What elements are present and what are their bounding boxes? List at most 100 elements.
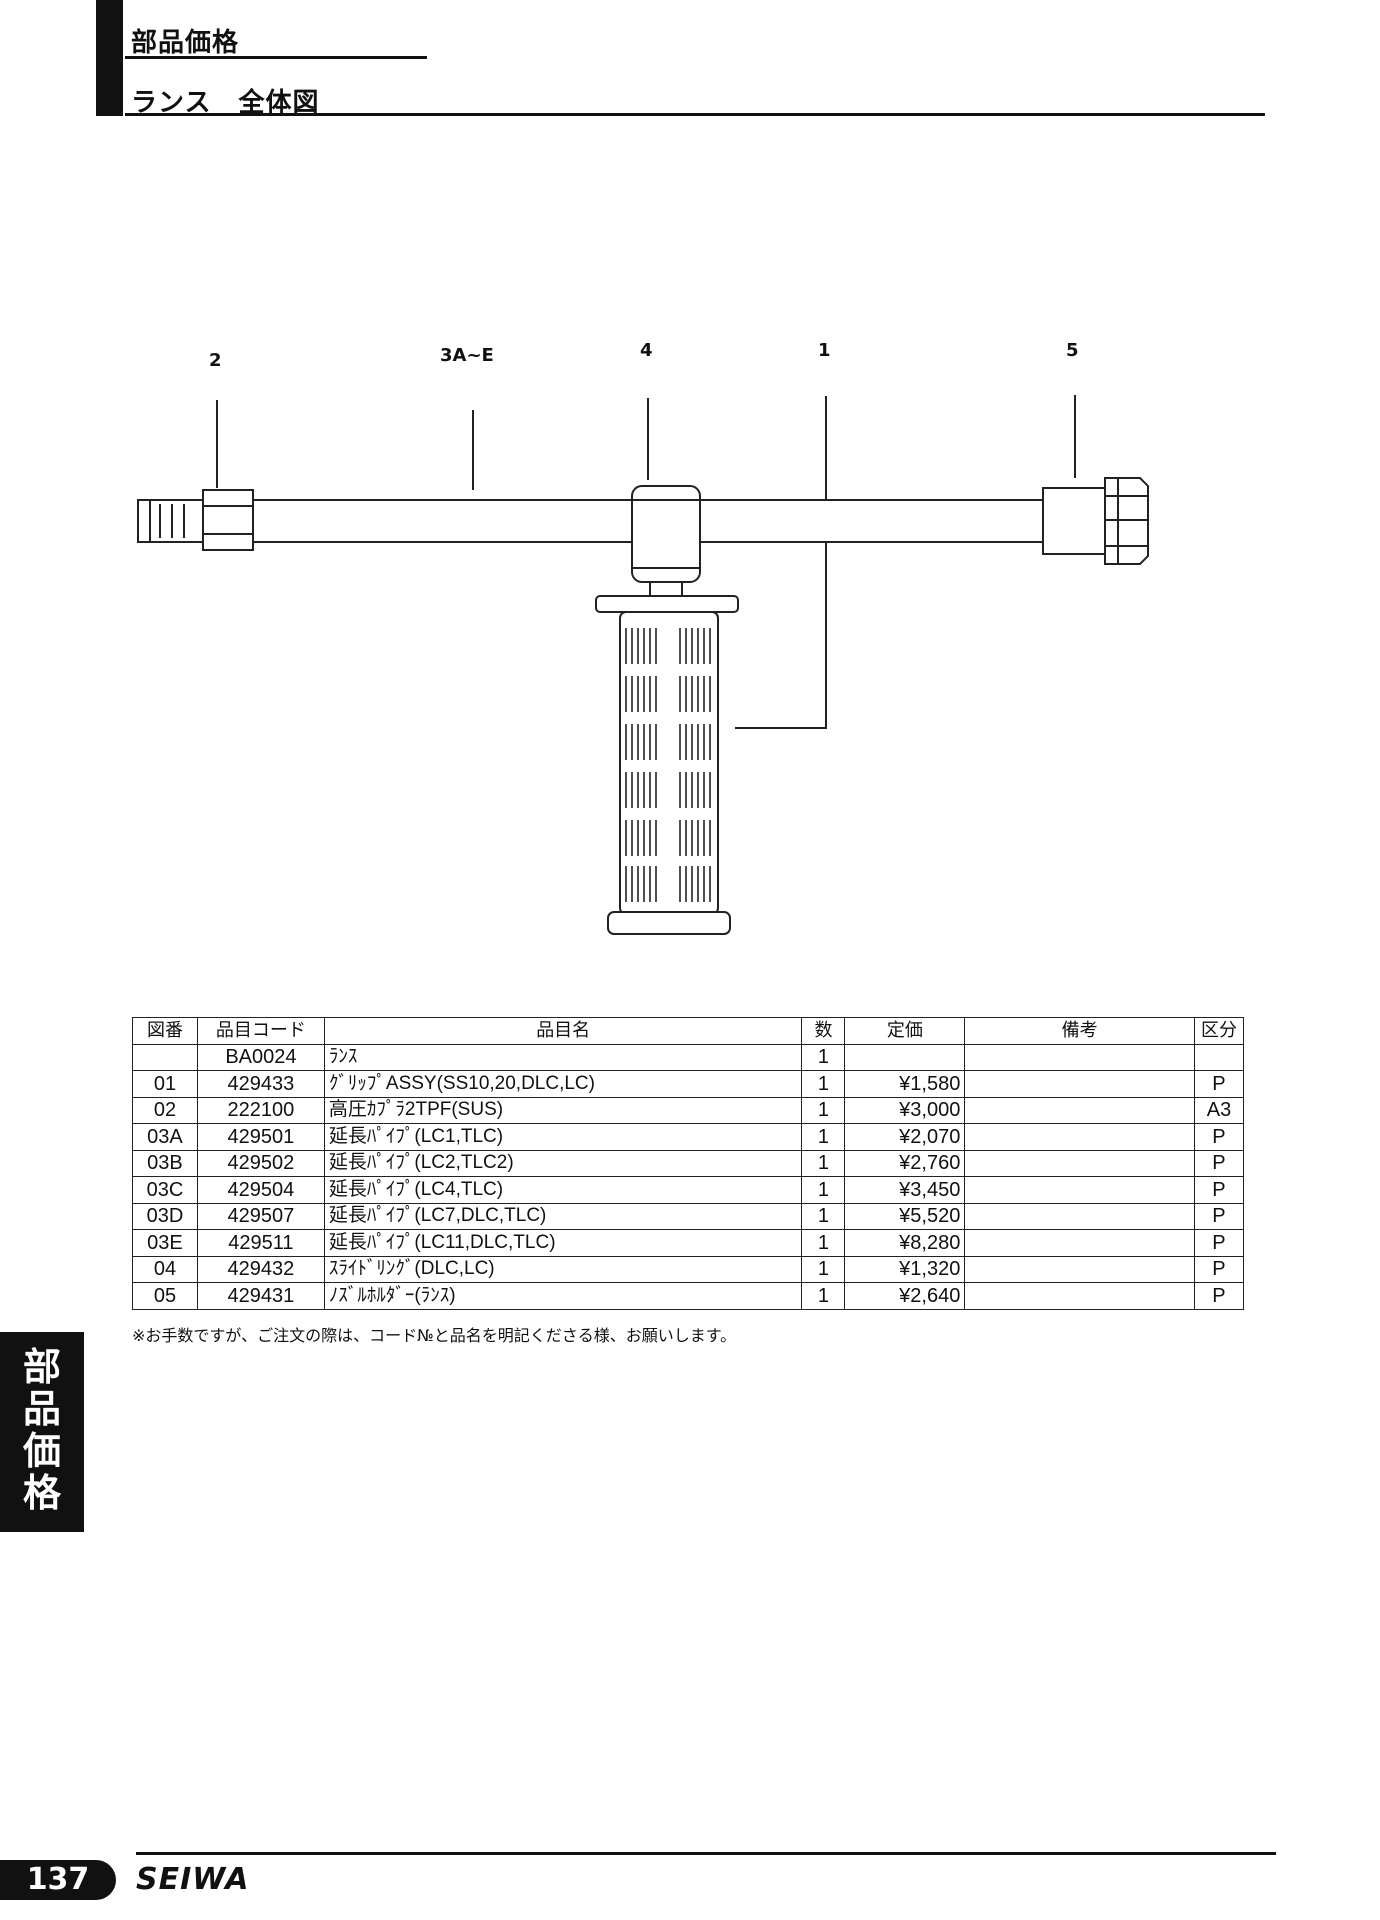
cell-remarks xyxy=(964,1282,1195,1310)
cell-remarks xyxy=(964,1255,1195,1283)
cell-figure-no: 04 xyxy=(132,1255,198,1283)
cell-price: ¥1,580 xyxy=(844,1070,966,1098)
header-bar xyxy=(96,0,123,116)
cell-item-code: 222100 xyxy=(196,1096,325,1124)
cell-category: A3 xyxy=(1193,1096,1245,1124)
header-remarks: 備考 xyxy=(964,1017,1195,1045)
cell-quantity: 1 xyxy=(801,1149,846,1177)
cell-price: ¥3,450 xyxy=(844,1176,966,1204)
cell-category: P xyxy=(1193,1229,1245,1257)
cell-price: ¥8,280 xyxy=(844,1229,966,1257)
slide-ring-part xyxy=(631,485,701,597)
header-category: 区分 xyxy=(1193,1017,1245,1045)
footer-rule xyxy=(136,1852,1276,1855)
table-row: 02 222100 高圧ｶﾌﾟﾗ2TPF(SUS) 1 ¥3,000 A3 xyxy=(132,1096,1245,1124)
cell-item-name: ﾉｽﾞﾙﾎﾙﾀﾞｰ(ﾗﾝｽ) xyxy=(323,1282,803,1310)
table-row: 03E 429511 延長ﾊﾟｲﾌﾟ(LC11,DLC,TLC) 1 ¥8,28… xyxy=(132,1229,1245,1257)
cell-price: ¥2,640 xyxy=(844,1282,966,1310)
page-number: 137 xyxy=(0,1860,116,1900)
cell-quantity: 1 xyxy=(801,1070,846,1098)
cell-remarks xyxy=(964,1096,1195,1124)
cell-category: P xyxy=(1193,1149,1245,1177)
cell-item-code: 429511 xyxy=(196,1229,325,1257)
callout-2: 2 xyxy=(209,350,222,371)
cell-figure-no: 03B xyxy=(132,1149,198,1177)
callout-1: 1 xyxy=(818,340,831,361)
side-tab-char: 格 xyxy=(22,1471,61,1515)
side-tab-char: 部 xyxy=(22,1345,61,1389)
cell-item-name: 延長ﾊﾟｲﾌﾟ(LC2,TLC2) xyxy=(323,1149,803,1177)
cell-quantity: 1 xyxy=(801,1202,846,1230)
brand-logo: SEIWA xyxy=(136,1862,250,1897)
cell-item-name: 延長ﾊﾟｲﾌﾟ(LC7,DLC,TLC) xyxy=(323,1202,803,1230)
cell-item-code: 429432 xyxy=(196,1255,325,1283)
cell-figure-no: 03A xyxy=(132,1123,198,1151)
header-figure-no: 図番 xyxy=(132,1017,198,1045)
table-row: 04 429432 ｽﾗｲﾄﾞﾘﾝｸﾞ(DLC,LC) 1 ¥1,320 P xyxy=(132,1255,1245,1283)
header-item-name: 品目名 xyxy=(323,1017,803,1045)
cell-figure-no: 01 xyxy=(132,1070,198,1098)
cell-item-code: 429431 xyxy=(196,1282,325,1310)
cell-item-code: 429507 xyxy=(196,1202,325,1230)
cell-quantity: 1 xyxy=(801,1043,846,1071)
cell-remarks xyxy=(964,1176,1195,1204)
cell-item-name: 延長ﾊﾟｲﾌﾟ(LC1,TLC) xyxy=(323,1123,803,1151)
cell-category: P xyxy=(1193,1070,1245,1098)
callout-4: 4 xyxy=(640,340,653,361)
cell-item-name: ｽﾗｲﾄﾞﾘﾝｸﾞ(DLC,LC) xyxy=(323,1255,803,1283)
section-title: 部品価格 xyxy=(131,28,240,58)
cell-remarks xyxy=(964,1070,1195,1098)
cell-figure-no: 03E xyxy=(132,1229,198,1257)
cell-quantity: 1 xyxy=(801,1096,846,1124)
cell-price xyxy=(844,1043,966,1071)
cell-remarks xyxy=(964,1043,1195,1071)
cell-quantity: 1 xyxy=(801,1282,846,1310)
side-tab-char: 品 xyxy=(22,1387,61,1431)
table-row: 05 429431 ﾉｽﾞﾙﾎﾙﾀﾞｰ(ﾗﾝｽ) 1 ¥2,640 P xyxy=(132,1282,1245,1310)
side-index-tab: 部 品 価 格 xyxy=(0,1332,84,1532)
cell-quantity: 1 xyxy=(801,1176,846,1204)
cell-remarks xyxy=(964,1123,1195,1151)
cell-quantity: 1 xyxy=(801,1229,846,1257)
cell-price: ¥3,000 xyxy=(844,1096,966,1124)
cell-figure-no: 03C xyxy=(132,1176,198,1204)
pipe-part xyxy=(252,499,638,543)
cell-item-code: BA0024 xyxy=(196,1043,325,1071)
header-item-code: 品目コード xyxy=(196,1017,325,1045)
callout-3a-e: 3A~E xyxy=(440,345,494,366)
header-quantity: 数 xyxy=(801,1017,846,1045)
table-header-row: 図番 品目コード 品目名 数 定価 備考 区分 xyxy=(132,1017,1245,1045)
cell-figure-no xyxy=(132,1043,198,1071)
cell-category: P xyxy=(1193,1255,1245,1283)
cell-category: P xyxy=(1193,1123,1245,1151)
side-tab-char: 価 xyxy=(22,1429,61,1473)
page-title-underline xyxy=(125,113,1265,116)
grip-ribs xyxy=(625,628,711,902)
section-title-underline xyxy=(125,56,427,59)
cell-item-name: 延長ﾊﾟｲﾌﾟ(LC11,DLC,TLC) xyxy=(323,1229,803,1257)
table-row: BA0024 ﾗﾝｽ 1 xyxy=(132,1043,1245,1071)
cell-category xyxy=(1193,1043,1245,1071)
cell-price: ¥1,320 xyxy=(844,1255,966,1283)
pipe-part-right xyxy=(694,499,1044,543)
table-row: 01 429433 ｸﾞﾘｯﾌﾟASSY(SS10,20,DLC,LC) 1 ¥… xyxy=(132,1070,1245,1098)
table-row: 03D 429507 延長ﾊﾟｲﾌﾟ(LC7,DLC,TLC) 1 ¥5,520… xyxy=(132,1202,1245,1230)
cell-item-code: 429433 xyxy=(196,1070,325,1098)
cell-figure-no: 03D xyxy=(132,1202,198,1230)
cell-remarks xyxy=(964,1149,1195,1177)
grip-part xyxy=(595,595,739,935)
callout-5: 5 xyxy=(1066,340,1079,361)
cell-item-name: 高圧ｶﾌﾟﾗ2TPF(SUS) xyxy=(323,1096,803,1124)
nozzle-holder-part xyxy=(1042,477,1149,565)
cell-remarks xyxy=(964,1202,1195,1230)
table-row: 03C 429504 延長ﾊﾟｲﾌﾟ(LC4,TLC) 1 ¥3,450 P xyxy=(132,1176,1245,1204)
table-row: 03B 429502 延長ﾊﾟｲﾌﾟ(LC2,TLC2) 1 ¥2,760 P xyxy=(132,1149,1245,1177)
header-price: 定価 xyxy=(844,1017,966,1045)
cell-item-code: 429501 xyxy=(196,1123,325,1151)
cell-figure-no: 05 xyxy=(132,1282,198,1310)
lance-diagram xyxy=(137,395,1149,935)
cell-item-name: ﾗﾝｽ xyxy=(323,1043,803,1071)
cell-item-name: ｸﾞﾘｯﾌﾟASSY(SS10,20,DLC,LC) xyxy=(323,1070,803,1098)
cell-item-code: 429502 xyxy=(196,1149,325,1177)
cell-quantity: 1 xyxy=(801,1123,846,1151)
